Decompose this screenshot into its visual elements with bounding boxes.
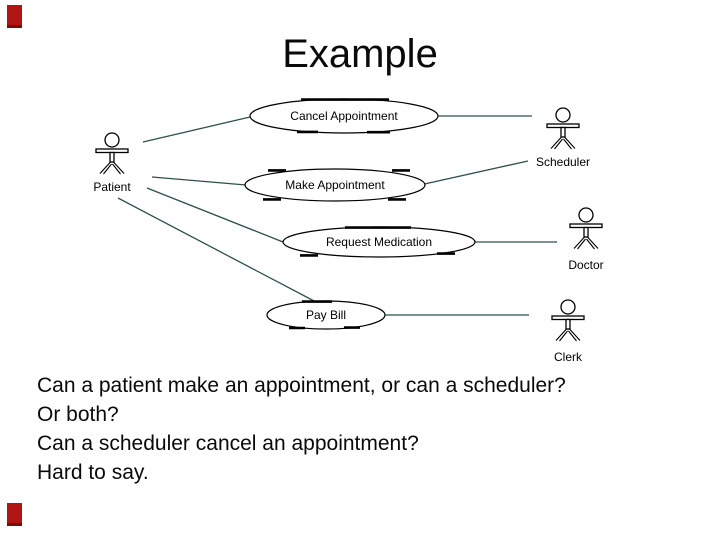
ellipse-edge-shading <box>289 300 360 330</box>
actor-clerk: Clerk <box>551 299 585 364</box>
association-patient-pay-bill <box>117 197 317 303</box>
ellipse-edge-shading <box>300 226 455 257</box>
actor-label: Scheduler <box>536 155 590 169</box>
actor-figure-icon <box>546 107 580 150</box>
use-case-make-appointment: Make Appointment <box>244 168 426 202</box>
association-make-appointment-scheduler <box>419 160 529 186</box>
body-text-line: Can a patient make an appointment, or ca… <box>37 374 566 397</box>
association-patient-cancel-appointment <box>142 116 251 143</box>
actor-label: Doctor <box>568 258 603 272</box>
slide-body-text: Can a patient make an appointment, or ca… <box>37 371 566 487</box>
association-patient-request-medication <box>146 187 284 243</box>
actor-label: Clerk <box>554 350 583 364</box>
actor-figure-icon <box>569 207 603 250</box>
association-patient-make-appointment <box>151 176 247 186</box>
actor-figure-icon <box>551 299 585 342</box>
use-case-request-medication: Request Medication <box>282 226 476 258</box>
actor-doctor: Doctor <box>568 207 604 272</box>
body-text-line: Or both? <box>37 403 119 426</box>
use-case-label: Pay Bill <box>306 308 346 322</box>
use-case-label: Make Appointment <box>285 178 385 192</box>
use-case-cancel-appointment: Cancel Appointment <box>249 98 439 134</box>
use-case-label: Request Medication <box>326 235 432 249</box>
association-lines <box>117 115 557 316</box>
body-text-line: Can a scheduler cancel an appointment? <box>37 432 419 455</box>
ellipse-edge-shading <box>263 169 410 201</box>
body-text-line: Hard to say. <box>37 461 149 484</box>
slide-title: Example <box>282 32 438 76</box>
use-case-label: Cancel Appointment <box>290 109 398 123</box>
use-case-ellipse <box>244 168 426 202</box>
slide-accent-square-top <box>7 5 22 28</box>
use-case-pay-bill: Pay Bill <box>266 300 386 330</box>
slide-accent-square-bottom <box>7 503 22 526</box>
ellipse-edge-shading <box>297 98 390 134</box>
actor-patient: Patient <box>93 132 131 194</box>
actor-figure-icon <box>95 132 129 175</box>
use-case-diagram: Cancel Appointment Make Appointment Requ… <box>93 98 604 364</box>
actor-scheduler: Scheduler <box>536 107 590 169</box>
actor-label: Patient <box>93 180 131 194</box>
